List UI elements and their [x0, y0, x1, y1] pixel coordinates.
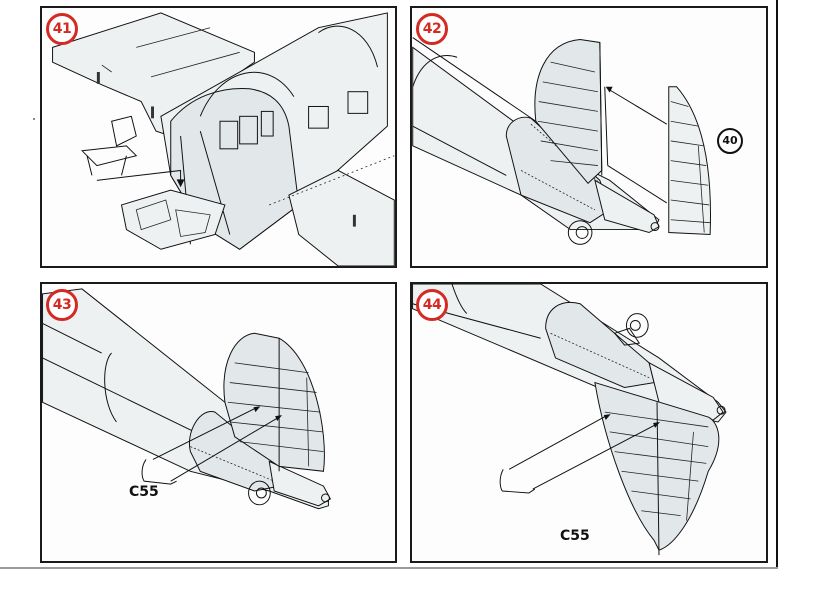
part-ref-40: 40	[717, 128, 743, 154]
step-number-badge: 44	[416, 289, 448, 321]
step-44-panel: 44 C55	[410, 282, 768, 563]
cockpit-assembly-illustration	[52, 12, 395, 266]
tail-underside-view-illustration	[412, 284, 727, 556]
step-number-badge: 43	[46, 289, 78, 321]
scan-speck	[33, 118, 35, 120]
tail-fin-rudder-illustration	[412, 37, 711, 245]
step-number-badge: 42	[416, 13, 448, 45]
tail-strut-installation-illustration	[42, 288, 332, 510]
page-border-bottom	[0, 567, 778, 569]
part-label-c55: C55	[560, 528, 590, 544]
page-border-right	[776, 0, 778, 568]
step-42-panel: 42 40	[410, 6, 768, 268]
step-41-panel: 41	[40, 6, 397, 268]
part-label-c55: C55	[129, 484, 159, 500]
step-number-badge: 41	[46, 13, 78, 45]
step-43-panel: 43 C55	[40, 282, 397, 563]
